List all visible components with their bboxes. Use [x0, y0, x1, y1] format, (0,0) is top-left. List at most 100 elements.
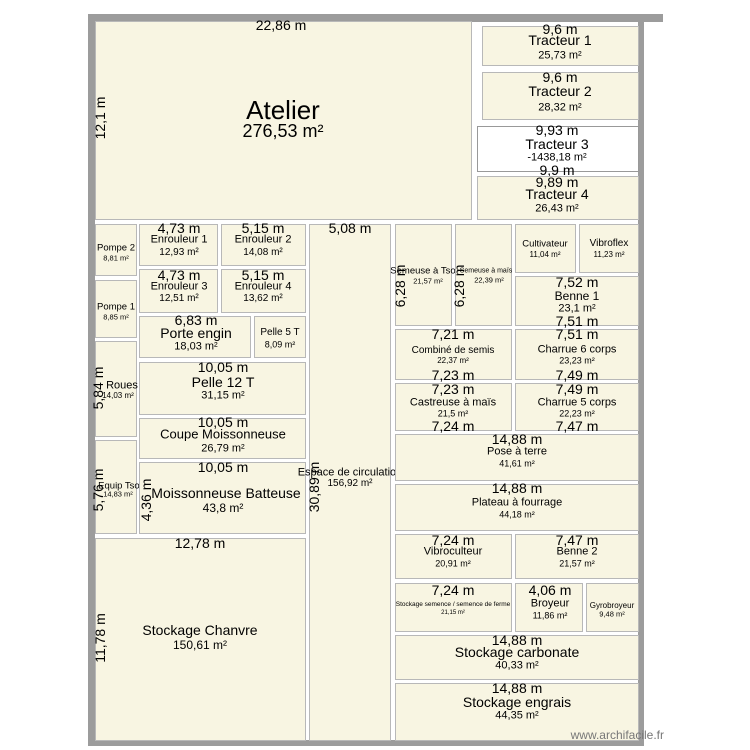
- benne-2-area: 21,57 m²: [559, 558, 595, 569]
- stockage-semence-area: 21,15 m²: [441, 610, 465, 616]
- castreuse-label: Castreuse à maïs: [409, 396, 497, 409]
- wall-bottom: [88, 740, 640, 746]
- equip-tsol-area: 14,83 m²: [103, 489, 133, 499]
- pelle-12t-area: 31,15 m²: [201, 389, 245, 402]
- roues-label: Roues: [106, 379, 138, 392]
- semeuse-mais-label: Semeuse à maïs: [459, 267, 513, 275]
- pelle-12t-dim: 10,05 m: [197, 359, 249, 375]
- semeuse-tsol-area: 21,57 m²: [413, 276, 443, 286]
- plateau-label: Plateau à fourrage: [471, 496, 563, 509]
- tracteur-4-area: 26,43 m²: [535, 202, 579, 215]
- tracteur-3-area: -1438,18 m²: [527, 151, 587, 164]
- atelier-dim-side: 12,1 m: [92, 96, 108, 140]
- roues-dim-side: 5,84 m: [90, 366, 106, 410]
- tracteur-1-area: 25,73 m²: [538, 49, 582, 62]
- pompe-2-area: 8,81 m²: [103, 253, 129, 263]
- benne-1-area: 23,1 m²: [558, 302, 596, 315]
- pelle-5t-label: Pelle 5 T: [260, 327, 300, 338]
- coupe-area: 26,79 m²: [201, 442, 245, 455]
- tracteur-1-label: Tracteur 1: [528, 32, 592, 48]
- tracteur-3-dim: 9,93 m: [535, 122, 579, 138]
- room-cultivateur: [515, 224, 576, 273]
- wall-right: [638, 20, 644, 746]
- combine-label: Combiné de semis: [411, 345, 495, 356]
- pose-terre-dim: 14,88 m: [491, 431, 543, 447]
- benne-1-dim-bottom: 7,51 m: [555, 313, 599, 329]
- wall-top: [88, 14, 663, 22]
- enrouleur-3-area: 12,51 m²: [159, 293, 199, 304]
- charrue-5-label: Charrue 5 corps: [537, 396, 617, 409]
- plateau-area: 44,18 m²: [499, 509, 535, 520]
- room-plateau-fourrage: [395, 484, 639, 531]
- room-tracteur-3: [477, 126, 639, 172]
- stockage-carbonate-area: 40,33 m²: [495, 659, 539, 672]
- charrue-5-dim-bottom: 7,47 m: [555, 418, 599, 434]
- vibroculteur-dim: 7,24 m: [431, 532, 475, 548]
- equip-tsol-label: Equip Tsol: [98, 480, 142, 492]
- combine-dim: 7,21 m: [431, 326, 475, 342]
- semeuse-mais-area: 22,39 m²: [474, 275, 504, 285]
- pompe-1-area: 8,85 m²: [103, 312, 129, 322]
- atelier-label: Atelier: [246, 95, 320, 125]
- room-espace-circulation: [309, 224, 391, 741]
- enrouleur-1-dim: 4,73 m: [157, 220, 201, 236]
- porte-engin-dim: 6,83 m: [174, 312, 218, 328]
- room-vibroculteur: [395, 534, 512, 579]
- room-pose-terre: [395, 434, 639, 481]
- room-roues: [95, 341, 137, 437]
- gyrobroyeur-area: 9,48 m²: [599, 609, 625, 619]
- tracteur-1-dim: 9,6 m: [542, 21, 578, 37]
- room-broyeur: [515, 583, 583, 632]
- atelier-area: 276,53 m²: [242, 121, 324, 141]
- room-tracteur-4: [477, 176, 639, 220]
- broyeur-label: Broyeur: [530, 597, 570, 610]
- room-castreuse: [395, 383, 512, 431]
- room-stockage-semence: [395, 583, 512, 632]
- room-semeuse-tsol: [395, 224, 452, 326]
- room-gyrobroyeur: [586, 583, 639, 632]
- wall-left: [88, 14, 95, 746]
- room-semeuse-mais: [455, 224, 512, 326]
- moissonneuse-label: Moissonneuse Batteuse: [151, 485, 301, 501]
- room-enrouleur-3: [139, 269, 218, 313]
- benne-2-dim: 7,47 m: [555, 532, 599, 548]
- watermark: www.archifacile.fr: [570, 728, 664, 742]
- stockage-carbonate-label: Stockage carbonate: [454, 644, 580, 660]
- vibroculteur-area: 20,91 m²: [435, 558, 471, 569]
- room-coupe-moissonneuse: [139, 418, 306, 459]
- charrue-5-area: 22,23 m²: [559, 408, 595, 419]
- coupe-label: Coupe Moissonneuse: [160, 426, 286, 442]
- enrouleur-3-dim: 4,73 m: [157, 267, 201, 283]
- plateau-dim: 14,88 m: [491, 480, 543, 496]
- pose-terre-area: 41,61 m²: [499, 458, 535, 469]
- pompe-2-label: Pompe 2: [96, 242, 136, 254]
- porte-engin-area: 18,03 m²: [174, 340, 218, 353]
- tracteur-2-dim: 9,6 m: [542, 69, 578, 85]
- charrue-6-dim-bottom: 7,49 m: [555, 367, 599, 383]
- stockage-chanvre-dim: 12,78 m: [174, 535, 226, 551]
- roues-area: 14,03 m²: [102, 391, 134, 400]
- enrouleur-2-dim: 5,15 m: [241, 220, 285, 236]
- espace-dim: 5,08 m: [328, 220, 372, 236]
- room-vibroflex: [579, 224, 639, 273]
- pelle-12t-label: Pelle 12 T: [191, 374, 255, 390]
- room-equip-tsol: [95, 440, 137, 534]
- combine-area: 22,37 m²: [437, 356, 469, 365]
- enrouleur-1-area: 12,93 m²: [159, 247, 199, 258]
- espace-label: Espace de circulation: [297, 466, 403, 479]
- cultivateur-area: 11,04 m²: [529, 250, 561, 259]
- broyeur-area: 11,86 m²: [532, 610, 568, 621]
- combine-dim-bottom: 7,23 m: [431, 367, 475, 383]
- room-charrue-5-corps: [515, 383, 639, 431]
- enrouleur-2-area: 14,08 m²: [243, 247, 283, 258]
- pelle-5t-area: 8,09 m²: [264, 339, 296, 350]
- coupe-dim: 10,05 m: [197, 414, 249, 430]
- room-charrue-6-corps: [515, 329, 639, 380]
- room-pelle-5t: [254, 316, 306, 358]
- enrouleur-4-label: Enrouleur 4: [234, 280, 292, 293]
- espace-area: 156,92 m²: [327, 478, 373, 489]
- pose-terre-label: Pose à terre: [487, 445, 547, 458]
- enrouleur-3-label: Enrouleur 3: [150, 280, 208, 293]
- room-stockage-carbonate: [395, 635, 639, 680]
- atelier-dim-top: 22,86 m: [255, 17, 307, 33]
